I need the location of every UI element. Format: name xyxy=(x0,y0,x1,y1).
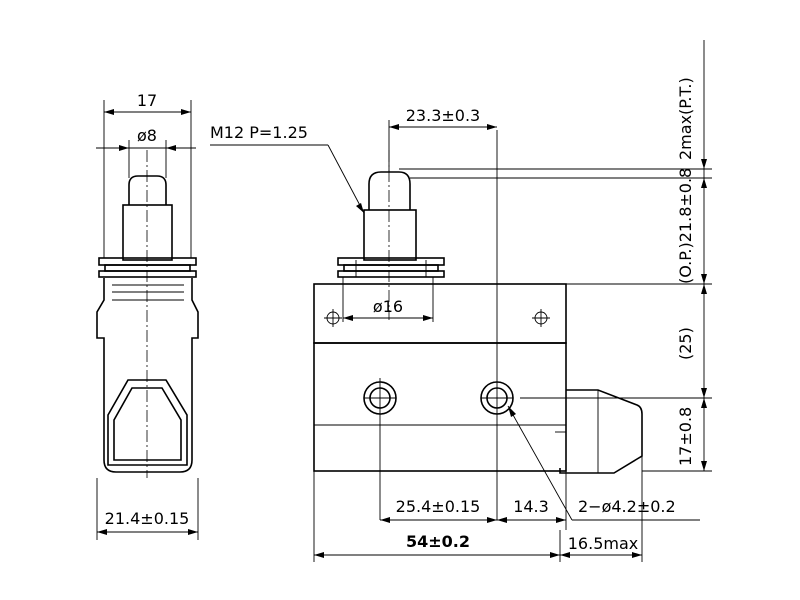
mount-boss-left xyxy=(324,309,342,327)
side-connector xyxy=(107,379,188,466)
dim-dia16-arrows xyxy=(343,315,433,321)
thread-label: M12 P=1.25 xyxy=(210,123,308,142)
front-lever xyxy=(559,389,643,474)
side-nut-top xyxy=(98,257,197,266)
side-body-ribs xyxy=(112,284,184,301)
dim-21-4-label: 21.4±0.15 xyxy=(105,509,190,528)
front-plunger-body xyxy=(363,209,417,261)
dim-17-0-8-label: 17±0.8 xyxy=(676,407,695,466)
side-nut-bottom xyxy=(98,270,197,278)
mount-holes-leader-diagonal xyxy=(507,405,573,521)
dim-pretravel-label: 2max(P.T.) xyxy=(676,77,695,160)
thread-leader-diagonal xyxy=(327,144,365,214)
front-lower-body xyxy=(313,342,567,472)
side-connector-inner xyxy=(113,387,182,461)
side-body xyxy=(96,278,199,473)
dim-25-4-label: 25.4±0.15 xyxy=(396,497,481,516)
dim-dia8-label: ø8 xyxy=(137,126,157,145)
thread-leader-arrow xyxy=(356,203,364,213)
dim-16-5-label: 16.5max xyxy=(568,534,638,553)
dim-23-3-label: 23.3±0.3 xyxy=(406,106,480,125)
side-plunger-tip xyxy=(128,175,167,205)
dim-17-arrows xyxy=(104,109,191,115)
mount-holes-leader-arrow xyxy=(508,406,516,417)
dim-dia16-label: ø16 xyxy=(373,297,403,316)
front-nut-top xyxy=(337,257,445,266)
side-plunger-body xyxy=(122,204,173,261)
dim-op-label: (O.P.)21.8±0.8 xyxy=(676,168,695,284)
side-nut-mid xyxy=(104,264,191,272)
dim-14-3-label: 14.3 xyxy=(513,497,549,516)
front-nut-bottom xyxy=(337,270,445,278)
front-upper-body xyxy=(313,283,567,344)
front-view xyxy=(313,130,643,520)
mount-holes-label: 2−ø4.2±0.2 xyxy=(578,497,676,516)
mount-boss-right xyxy=(532,309,550,327)
front-nut-mid xyxy=(343,264,439,272)
dim-25-label: (25) xyxy=(676,327,695,360)
dim-54-label: 54±0.2 xyxy=(406,532,470,551)
front-dimensions: M12 P=1.25 23.3±0.3 ø16 25.4±0.15 14.3 2… xyxy=(210,40,712,562)
front-plunger-tip xyxy=(368,171,411,210)
dim-17-label: 17 xyxy=(137,91,157,110)
dim-vertical-arrows xyxy=(701,159,707,471)
side-view: 17 ø8 21.4±0.15 xyxy=(96,91,199,540)
